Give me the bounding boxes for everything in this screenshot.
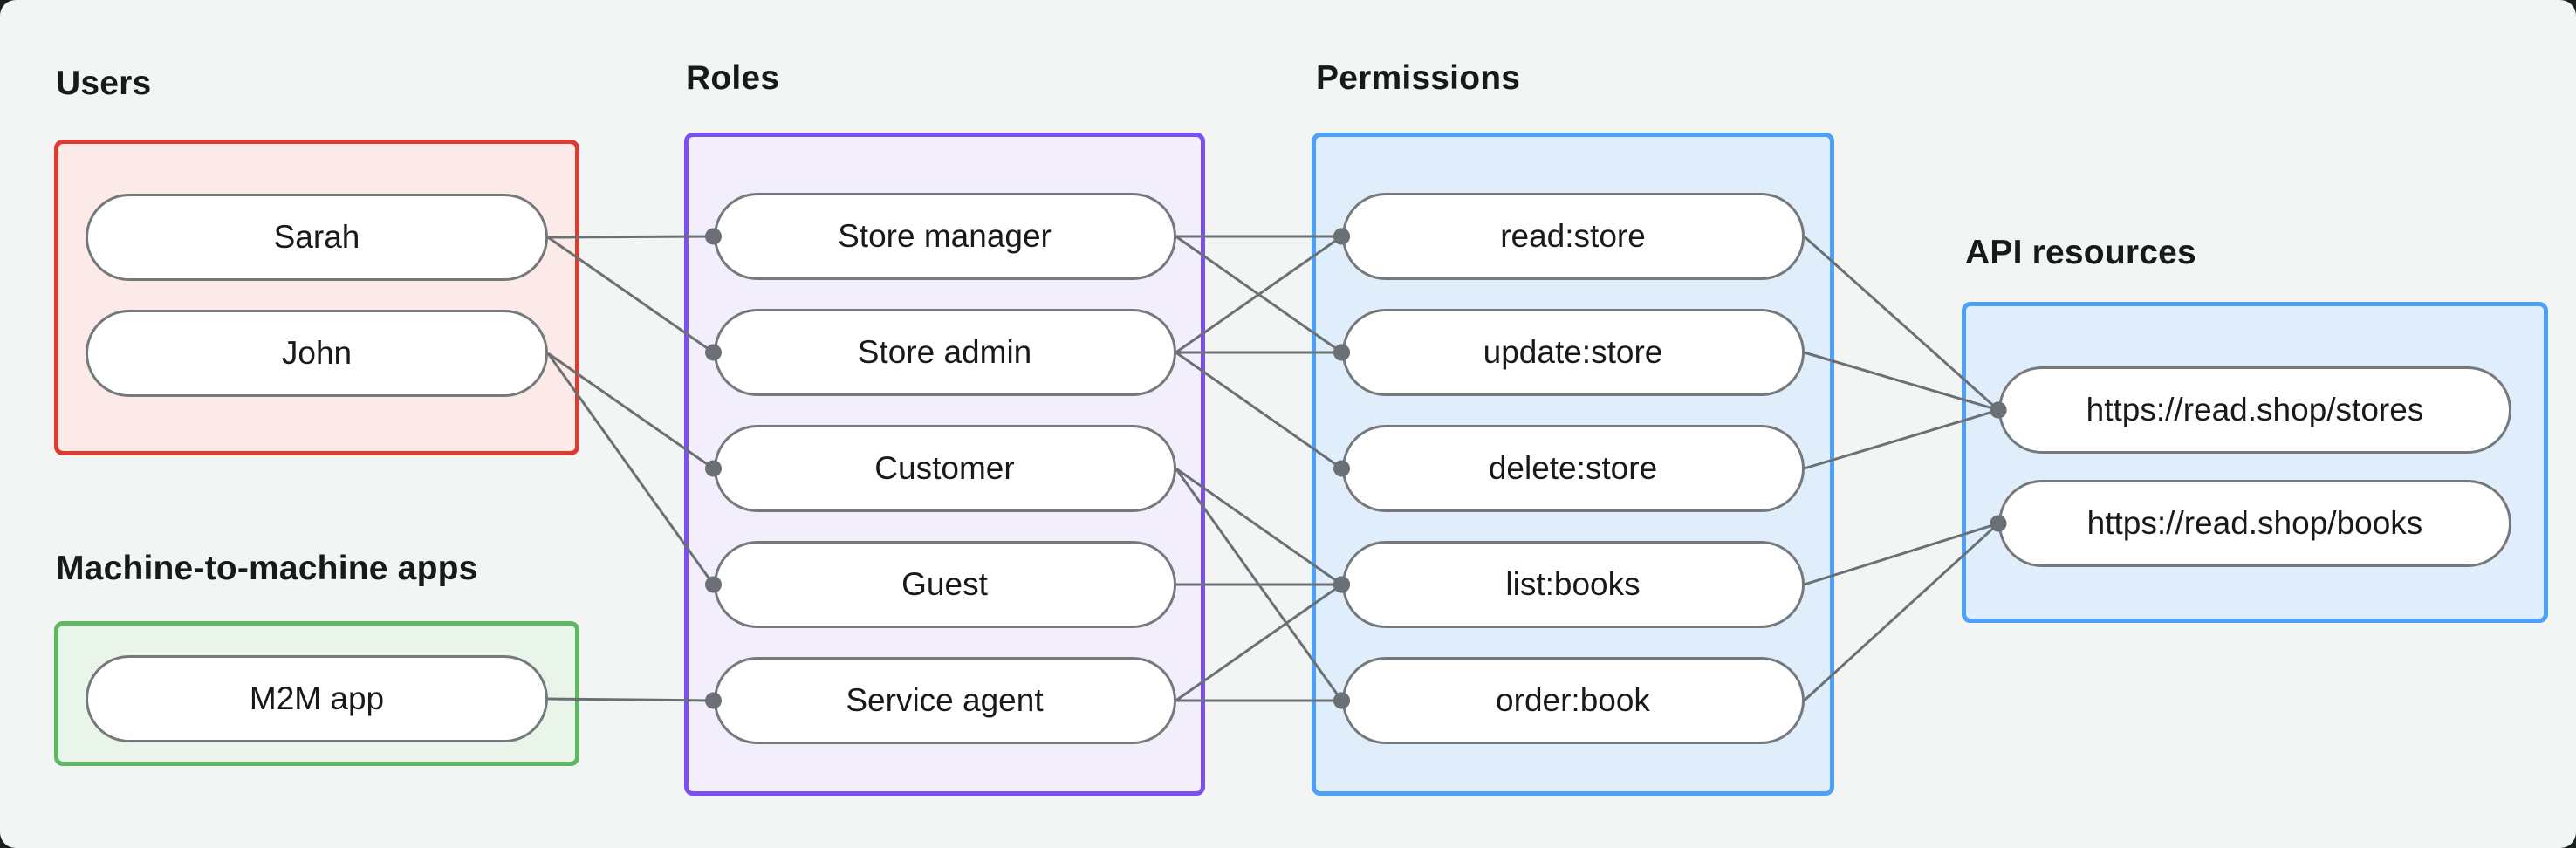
node-service-agent: Service agent bbox=[713, 657, 1176, 744]
api-resources-group-box: https://read.shop/stores https://read.sho… bbox=[1962, 302, 2548, 623]
m2m-group-label: Machine-to-machine apps bbox=[56, 550, 478, 587]
node-update-store: update:store bbox=[1341, 309, 1805, 396]
node-list-books: list:books bbox=[1341, 541, 1805, 628]
m2m-group-box: M2M app bbox=[54, 621, 579, 766]
permissions-group-box: read:store update:store delete:store list:b… bbox=[1312, 133, 1834, 796]
node-books: https://read.shop/books bbox=[1998, 480, 2511, 567]
node-customer: Customer bbox=[713, 425, 1176, 512]
permissions-group-label: Permissions bbox=[1316, 59, 1521, 97]
node-delete-store: delete:store bbox=[1341, 425, 1805, 512]
node-m2m-app: M2M app bbox=[86, 655, 548, 742]
node-john: John bbox=[86, 310, 548, 397]
node-store-manager: Store manager bbox=[713, 193, 1176, 280]
roles-group-label: Roles bbox=[686, 59, 780, 97]
node-stores: https://read.shop/stores bbox=[1998, 366, 2511, 454]
api-resources-group-label: API resources bbox=[1965, 234, 2196, 271]
node-read-store: read:store bbox=[1341, 193, 1805, 280]
node-guest: Guest bbox=[713, 541, 1176, 628]
node-order-book: order:book bbox=[1341, 657, 1805, 744]
users-group-label: Users bbox=[56, 65, 152, 102]
node-sarah: Sarah bbox=[86, 194, 548, 281]
node-store-admin: Store admin bbox=[713, 309, 1176, 396]
